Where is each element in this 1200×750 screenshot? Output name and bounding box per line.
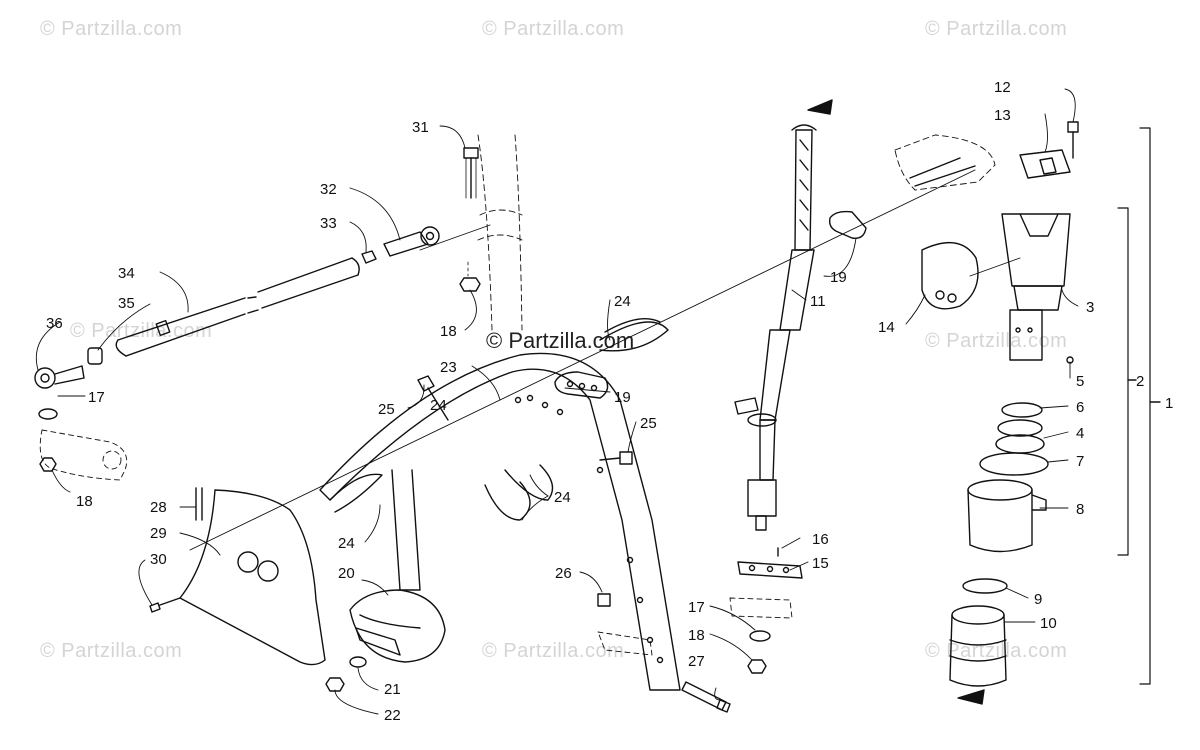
callout-27: 27 bbox=[688, 653, 705, 670]
callout-4: 4 bbox=[1076, 425, 1084, 442]
callout-7: 7 bbox=[1076, 453, 1084, 470]
watermark: © Partzilla.com bbox=[925, 330, 1068, 352]
watermark: © Partzilla.com bbox=[70, 320, 213, 342]
reference-line bbox=[189, 169, 976, 551]
callout-33: 33 bbox=[320, 215, 337, 232]
watermark: © Partzilla.com bbox=[482, 640, 625, 662]
callout-17: 17 bbox=[88, 389, 105, 406]
rod-end-32 bbox=[361, 226, 440, 264]
callout-29: 29 bbox=[150, 525, 167, 542]
watermark: © Partzilla.com bbox=[40, 640, 183, 662]
frame-23 bbox=[319, 352, 681, 691]
callout-35: 35 bbox=[118, 295, 135, 312]
callout-9: 9 bbox=[1034, 591, 1042, 608]
callout-23: 23 bbox=[440, 359, 457, 376]
callout-15: 15 bbox=[812, 555, 829, 572]
callout-28: 28 bbox=[150, 499, 167, 516]
watermark: © Partzilla.com bbox=[40, 18, 183, 40]
callout-34: 34 bbox=[118, 265, 135, 282]
center-watermark: © Partzilla.com bbox=[486, 328, 635, 353]
callout-19: 19 bbox=[830, 269, 847, 286]
callout-labels: 1 2 3 4 5 6 7 8 9 10 11 12 13 14 15 16 1… bbox=[46, 79, 1173, 724]
callout-6: 6 bbox=[1076, 399, 1084, 416]
watermark: © Partzilla.com bbox=[925, 640, 1068, 662]
shield-29 bbox=[179, 487, 326, 666]
callout-36: 36 bbox=[46, 315, 63, 332]
callout-3: 3 bbox=[1086, 299, 1094, 316]
tie-rod-assembly bbox=[34, 257, 360, 472]
callout-21: 21 bbox=[384, 681, 401, 698]
callout-19: 19 bbox=[614, 389, 631, 406]
housing-20 bbox=[349, 589, 446, 663]
callout-18: 18 bbox=[688, 627, 705, 644]
callout-18: 18 bbox=[440, 323, 457, 340]
steering-post-11 bbox=[734, 124, 817, 531]
column-assembly bbox=[921, 121, 1079, 687]
callout-20: 20 bbox=[338, 565, 355, 582]
callout-24: 24 bbox=[338, 535, 355, 552]
callout-25: 25 bbox=[640, 415, 657, 432]
callout-10: 10 bbox=[1040, 615, 1057, 632]
callout-5: 5 bbox=[1076, 373, 1084, 390]
callout-16: 16 bbox=[812, 531, 829, 548]
frame-tube bbox=[477, 134, 523, 331]
callout-25: 25 bbox=[378, 401, 395, 418]
callout-12: 12 bbox=[994, 79, 1011, 96]
callout-22: 22 bbox=[384, 707, 401, 724]
callout-24: 24 bbox=[430, 397, 447, 414]
callout-30: 30 bbox=[150, 551, 167, 568]
callout-13: 13 bbox=[994, 107, 1011, 124]
watermark: © Partzilla.com bbox=[925, 18, 1068, 40]
callout-24: 24 bbox=[554, 489, 571, 506]
callout-8: 8 bbox=[1076, 501, 1084, 518]
callout-11: 11 bbox=[810, 293, 826, 310]
callout-18: 18 bbox=[76, 493, 93, 510]
callout-32: 32 bbox=[320, 181, 337, 198]
callout-2: 2 bbox=[1136, 373, 1144, 390]
callout-17: 17 bbox=[688, 599, 705, 616]
callout-31: 31 bbox=[412, 119, 429, 136]
watermark: © Partzilla.com bbox=[482, 18, 625, 40]
callout-24: 24 bbox=[614, 293, 631, 310]
callout-1: 1 bbox=[1165, 395, 1173, 412]
callout-26: 26 bbox=[555, 565, 572, 582]
callout-14: 14 bbox=[878, 319, 895, 336]
